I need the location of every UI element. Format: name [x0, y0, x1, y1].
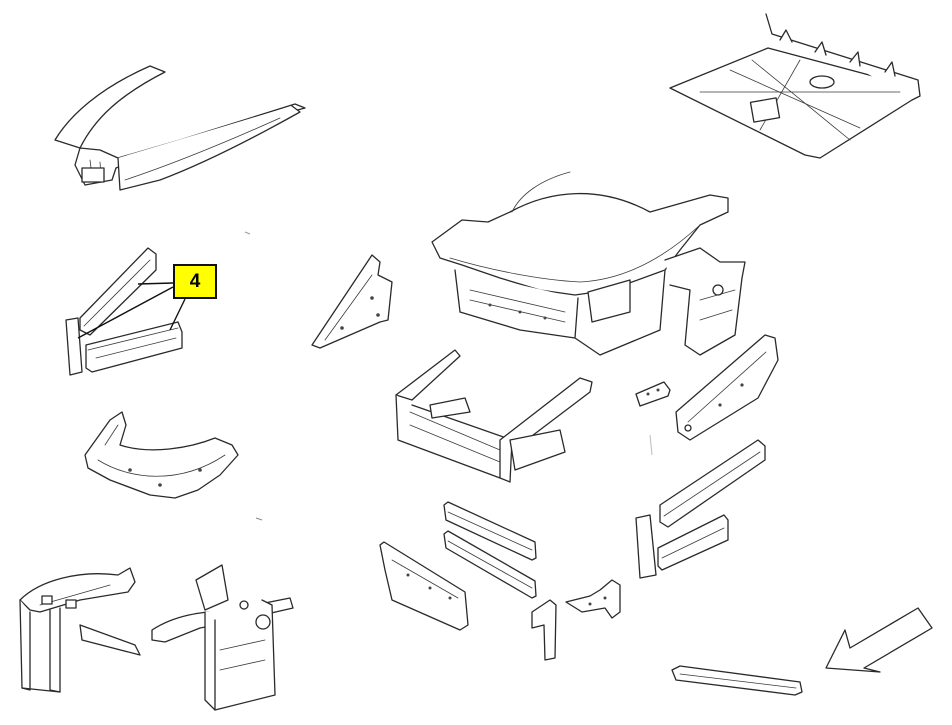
part-front-subframe [395, 349, 593, 483]
part-main-body-frame [431, 171, 746, 356]
arrow-down-left-icon [825, 607, 933, 673]
part-front-upper-arch [54, 65, 306, 191]
part-lower-bracket-set [531, 579, 621, 661]
part-wheelhouse-front [84, 411, 239, 499]
part-side-beam-pair [635, 439, 766, 579]
part-side-reinforcement [675, 334, 779, 441]
callout-leader-lines [77, 282, 186, 339]
faint-marks [244, 231, 653, 521]
part-suspension-tower-left [19, 567, 141, 693]
part-side-gusset [311, 254, 393, 349]
part-lower-crossbar [671, 665, 803, 696]
part-floor-panel [669, 13, 921, 159]
callout-label: 4 [173, 264, 217, 299]
part-rails [379, 541, 469, 631]
part-crossmember-strips [443, 501, 537, 599]
part-bracket-small [635, 381, 671, 407]
part-sill-panel-pair [65, 247, 183, 376]
part-suspension-tower-right [151, 564, 294, 711]
